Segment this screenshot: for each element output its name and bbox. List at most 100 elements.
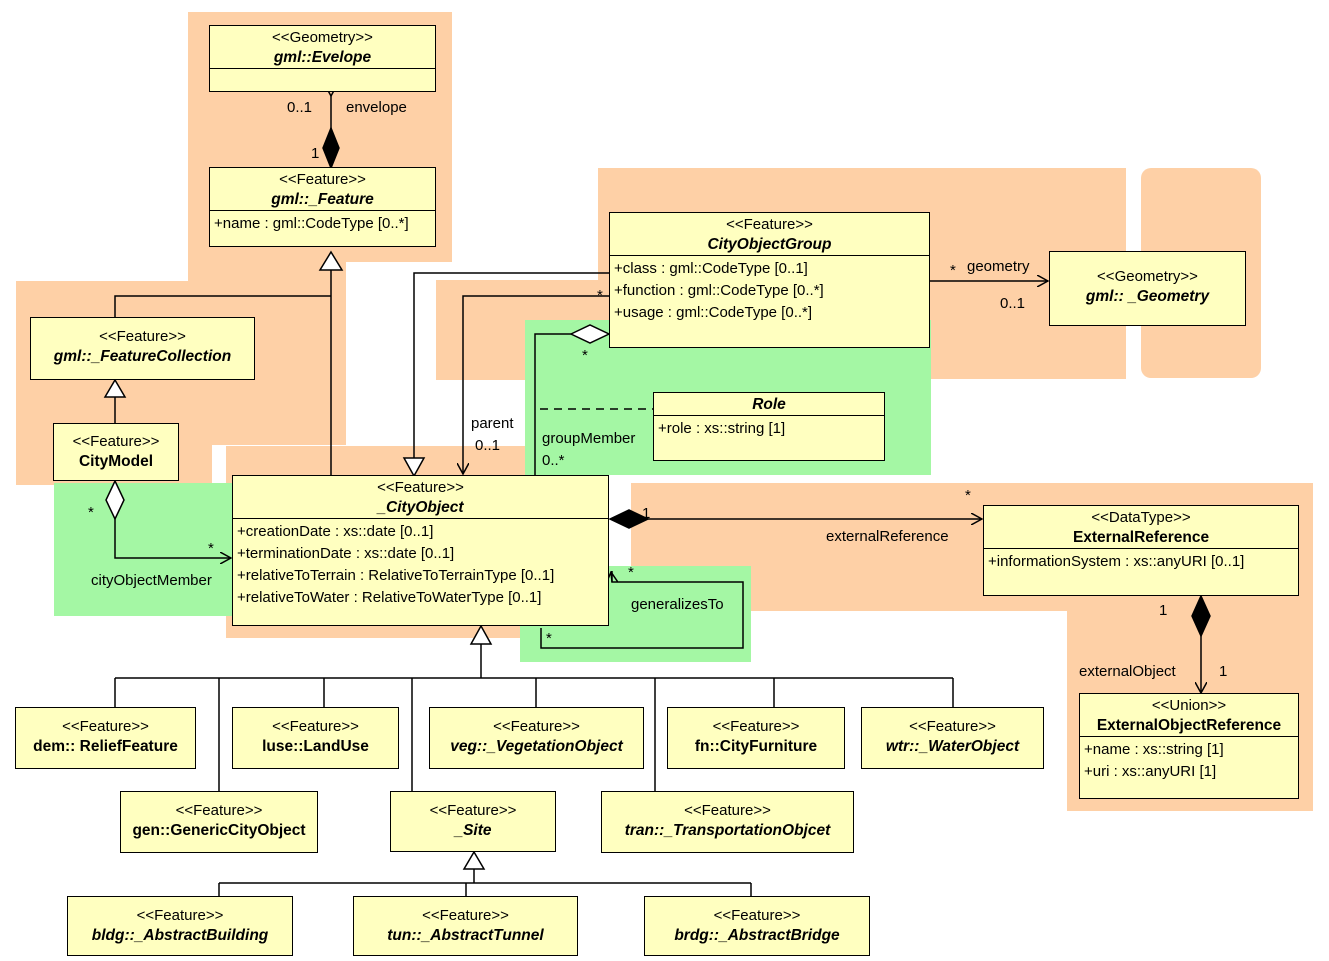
class-citymodel[interactable]: <<Feature>> CityModel [53, 423, 179, 481]
class-bridge[interactable]: <<Feature>>brdg::_AbstractBridge [644, 896, 870, 956]
class-envelope[interactable]: <<Geometry>>gml::Evelope [209, 25, 436, 92]
label-generalizes-star1: * [628, 564, 634, 581]
class-external-reference[interactable]: <<DataType>>ExternalReference +informati… [983, 505, 1299, 596]
class-feature-collection[interactable]: <<Feature>>gml::_FeatureCollection [30, 317, 255, 380]
stereotype: <<Geometry>> [1097, 268, 1198, 285]
class-name: wtr::_WaterObject [885, 738, 1020, 755]
class-name: Role [752, 396, 786, 413]
stereotype: <<Feature>> [684, 802, 771, 819]
attribute: +terminationDate : xs::date [0..1] [237, 545, 455, 562]
class-name: _Site [454, 822, 492, 839]
stereotype: <<Feature>> [712, 718, 800, 735]
stereotype: <<Feature>> [279, 171, 366, 188]
label-groupmember-mult: 0..* [542, 452, 565, 469]
attribute: +informationSystem : xs::anyURI [0..1] [988, 553, 1245, 570]
class-building[interactable]: <<Feature>>bldg::_AbstractBuilding [67, 896, 293, 956]
attribute: +relativeToWater : RelativeToWaterType [… [237, 589, 542, 606]
attribute: +class : gml::CodeType [0..1] [614, 260, 808, 277]
class-water-object[interactable]: <<Feature>>wtr::_WaterObject [861, 707, 1044, 769]
stereotype: <<Feature>> [726, 216, 813, 233]
class-name: dem:: ReliefFeature [33, 738, 178, 755]
label-generalizes-star2: * [546, 630, 552, 647]
class-vegetation[interactable]: <<Feature>>veg::_VegetationObject [429, 707, 644, 769]
class-name: gml:: _Geometry [1085, 288, 1210, 305]
stereotype: <<Feature>> [493, 718, 580, 735]
class-name: veg::_VegetationObject [450, 738, 623, 755]
class-geometry[interactable]: <<Geometry>>gml:: _Geometry [1049, 251, 1246, 326]
label-geometry-role: geometry [967, 258, 1030, 275]
class-name: gml::_Feature [271, 191, 374, 208]
stereotype: <<Feature>> [713, 907, 801, 924]
class-name: luse::LandUse [262, 738, 369, 755]
stereotype: <<Feature>> [272, 718, 359, 735]
class-name: bldg::_AbstractBuilding [91, 927, 269, 944]
stereotype: <<Feature>> [136, 907, 224, 924]
label-groupmember-role: groupMember [542, 430, 636, 447]
class-name: CityModel [78, 453, 154, 470]
region-citymember [54, 483, 236, 616]
attribute: +creationDate : xs::date [0..1] [237, 523, 434, 540]
stereotype: <<DataType>> [1091, 509, 1191, 526]
label-extref-role: externalReference [826, 528, 949, 545]
label-extref-one: 1 [642, 505, 651, 522]
class-transportation[interactable]: <<Feature>>tran::_TransportationObjcet [601, 791, 854, 853]
class-name: gml::_FeatureCollection [53, 348, 232, 365]
label-group-star: * [582, 347, 588, 364]
class-feature[interactable]: <<Feature>>gml::_Feature +name : gml::Co… [209, 167, 436, 247]
label-envelope-role: envelope [346, 99, 407, 116]
attribute: +usage : gml::CodeType [0..*] [614, 304, 813, 321]
label-parent-role: parent [471, 415, 514, 432]
stereotype: <<Feature>> [377, 479, 464, 496]
label-geometry-mult: 0..1 [1000, 295, 1026, 312]
class-tunnel[interactable]: <<Feature>>tun::_AbstractTunnel [353, 896, 578, 956]
label-geometry-star: * [950, 262, 956, 279]
class-external-object-reference[interactable]: <<Union>> ExternalObjectReference +name :… [1079, 693, 1299, 799]
label-function-star: * [597, 287, 603, 304]
class-name: CityObjectGroup [707, 236, 832, 253]
class-site[interactable]: <<Feature>> _Site [390, 791, 556, 852]
label-citymember-role: cityObjectMember [91, 572, 212, 589]
label-extref-star: * [965, 487, 971, 504]
class-cityobject[interactable]: <<Feature>> _CityObject +creationDate : x… [232, 475, 609, 626]
attribute: +name : gml::CodeType [0..*] [214, 215, 409, 232]
class-name: brdg::_AbstractBridge [674, 927, 840, 944]
label-envelope-one: 1 [311, 145, 320, 162]
label-citymember-star2: * [208, 540, 214, 557]
stereotype: <<Union>> [1151, 697, 1227, 714]
label-extobj-one: 1 [1159, 602, 1168, 619]
attribute: +uri : xs::anyURI [1] [1084, 763, 1217, 780]
attribute: +name : xs::string [1] [1084, 741, 1224, 758]
stereotype: <<Geometry>> [272, 29, 373, 46]
stereotype: <<Feature>> [422, 907, 509, 924]
class-name: tran::_TransportationObjcet [624, 822, 831, 839]
class-name: gen::GenericCityObject [132, 822, 306, 839]
class-generic-cityobject[interactable]: <<Feature>>gen::GenericCityObject [120, 791, 318, 853]
class-name: tun::_AbstractTunnel [387, 927, 544, 944]
attribute: +function : gml::CodeType [0..*] [614, 282, 824, 299]
class-relief-feature[interactable]: <<Feature>>dem:: ReliefFeature [15, 707, 196, 769]
label-generalizes-role: generalizesTo [631, 596, 724, 613]
class-landuse[interactable]: <<Feature>>luse::LandUse [232, 707, 399, 769]
stereotype: <<Feature>> [62, 718, 149, 735]
stereotype: <<Feature>> [99, 328, 186, 345]
class-role[interactable]: Role +role : xs::string [1] [653, 392, 885, 461]
stereotype: <<Feature>> [429, 802, 517, 819]
label-extobj-role: externalObject [1079, 663, 1176, 680]
class-name: gml::Evelope [273, 49, 372, 66]
empty-compartment [210, 68, 435, 89]
class-city-furniture[interactable]: <<Feature>>fn::CityFurniture [667, 707, 845, 769]
stereotype: <<Feature>> [72, 433, 160, 450]
attribute: +relativeToTerrain : RelativeToTerrainTy… [237, 567, 555, 584]
class-name: fn::CityFurniture [694, 738, 818, 755]
label-parent-mult: 0..1 [475, 437, 501, 454]
label-extobj-one2: 1 [1219, 663, 1228, 680]
attribute: +role : xs::string [1] [658, 420, 786, 437]
class-name: ExternalObjectReference [1096, 717, 1282, 734]
stereotype: <<Feature>> [909, 718, 996, 735]
stereotype: <<Feature>> [175, 802, 263, 819]
label-envelope-mult: 0..1 [287, 99, 313, 116]
class-cityobjectgroup[interactable]: <<Feature>> CityObjectGroup +class : gml:… [609, 212, 930, 348]
class-name: _CityObject [377, 499, 464, 516]
